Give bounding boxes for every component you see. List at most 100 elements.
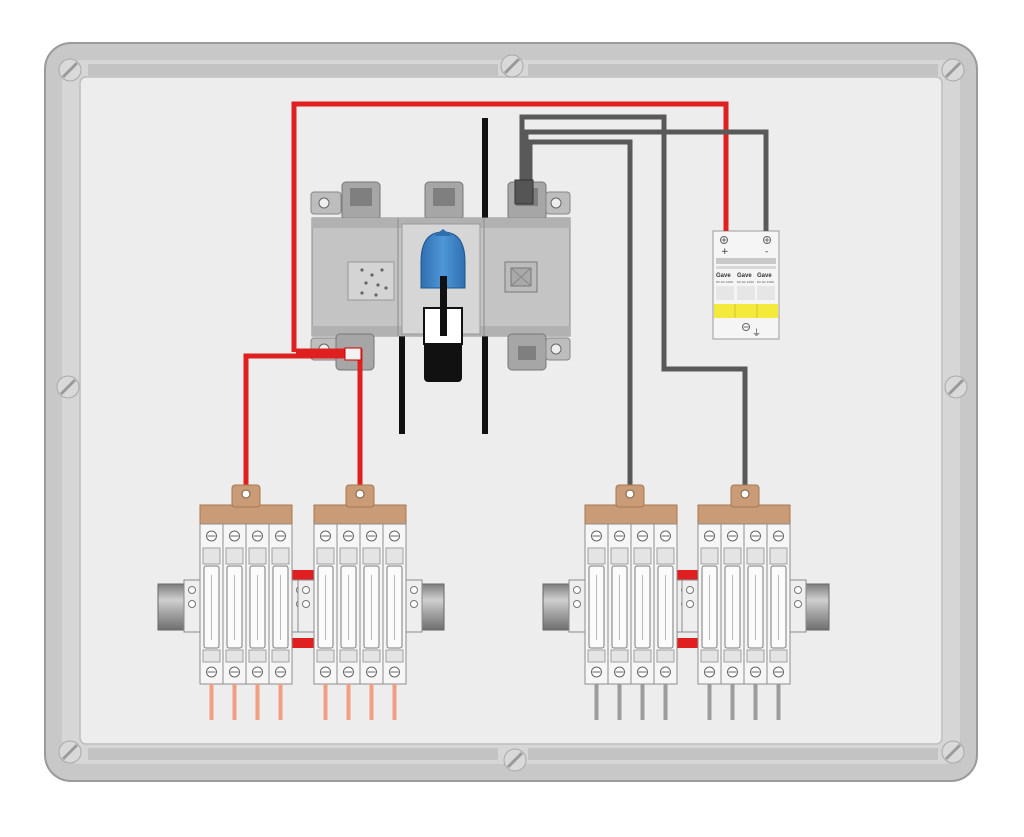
rotary-knob-icon[interactable] <box>420 229 466 382</box>
string-input-wire <box>209 684 214 720</box>
string-input-wire <box>594 684 599 720</box>
spd-plus-label: + <box>721 247 729 257</box>
fuse-cap <box>339 547 358 565</box>
bridge-link-top <box>677 570 701 580</box>
fuse-cap <box>202 547 221 565</box>
fuse-cap <box>769 547 788 565</box>
terminal-screw-icon <box>763 236 771 244</box>
terminal-screw-icon <box>742 323 750 331</box>
fuse-holder-group <box>183 484 309 720</box>
fuse-holder-group <box>681 484 807 720</box>
terminal-screw-icon <box>794 586 802 594</box>
string-input-wire <box>617 684 622 720</box>
bridge-link-top <box>292 570 316 580</box>
fuse-cap <box>700 547 719 565</box>
spd-module-model: PV-40 1000 <box>757 280 774 284</box>
fuse-cap <box>316 547 335 565</box>
terminal-screw-icon <box>573 600 581 608</box>
string-input-wire <box>730 684 735 720</box>
enclosure-lip-bottom-left <box>88 748 498 760</box>
terminal-screw-icon <box>686 600 694 608</box>
spd-module-2: Gave PV-40 1000 <box>737 273 755 300</box>
negative-wire-spd <box>523 129 769 231</box>
string-input-wire <box>707 684 712 720</box>
enclosure-lip-top-left <box>88 64 498 76</box>
busbar-top <box>697 504 791 525</box>
terminal-screw-icon <box>188 600 196 608</box>
terminal-screw-icon <box>686 586 694 594</box>
fuse-cap-bottom <box>769 649 788 663</box>
fuse-cap-bottom <box>723 649 742 663</box>
spd-yellow-stripe <box>714 304 778 318</box>
spd-module-3: Gave PV-40 1000 <box>757 273 775 300</box>
fuse-cap-bottom <box>271 649 290 663</box>
fuse-cap-bottom <box>202 649 221 663</box>
spd-module-1: Gave PV-40 1000 <box>716 273 734 300</box>
fuse-holder-group <box>297 484 423 720</box>
switch-negative-lug <box>514 179 534 205</box>
spd-module-brand: Gave <box>737 273 752 279</box>
spd-module-model: PV-40 1000 <box>737 280 754 284</box>
spd-body <box>712 230 780 340</box>
string-input-wire <box>369 684 374 720</box>
enclosure-lip-top-right <box>528 64 938 76</box>
enclosure-screw-icon <box>503 748 527 772</box>
string-input-wire <box>255 684 260 720</box>
busbar-top <box>199 504 293 525</box>
terminal-screw-icon <box>188 586 196 594</box>
negative-wire-string-1 <box>519 114 748 494</box>
string-input-wire <box>663 684 668 720</box>
terminal-screw-icon <box>720 236 728 244</box>
enclosure-screw-icon <box>500 54 524 78</box>
fuse-cap <box>225 547 244 565</box>
spd-module-brand: Gave <box>757 273 772 279</box>
busbar-terminal <box>355 489 365 499</box>
positive-wire-string-1 <box>243 353 352 494</box>
surge-protection-device: + - Gave PV-40 1000 Gave PV-40 1000 Gave… <box>712 230 780 340</box>
fuse-cap-bottom <box>225 649 244 663</box>
fuse-holder-area <box>183 484 807 720</box>
bridge-link-bottom <box>292 638 316 648</box>
enclosure-screw-icon <box>941 58 965 82</box>
bridge-link-bottom <box>677 638 701 648</box>
busbar-top <box>313 504 407 525</box>
terminal-screw-icon <box>794 600 802 608</box>
fuse-cap-bottom <box>385 649 404 663</box>
string-input-wire <box>776 684 781 720</box>
string-input-wire <box>392 684 397 720</box>
spd-ground-label: ⏚ <box>752 328 761 339</box>
busbar-terminal <box>625 489 635 499</box>
terminal-screw-icon <box>302 600 310 608</box>
enclosure-screw-icon <box>944 375 968 399</box>
string-input-wire <box>640 684 645 720</box>
enclosure-lip-bottom-right <box>528 748 938 760</box>
busbar-terminal <box>241 489 251 499</box>
terminal-screw-icon <box>410 586 418 594</box>
fuse-cap-bottom <box>610 649 629 663</box>
mount-bar-left <box>399 330 405 434</box>
spd-module-brand: Gave <box>716 273 731 279</box>
fuse-cap <box>633 547 652 565</box>
terminal-screw-icon <box>573 586 581 594</box>
fuse-cap-bottom <box>746 649 765 663</box>
fuse-cap <box>385 547 404 565</box>
string-input-wire <box>753 684 758 720</box>
fuse-cap <box>271 547 290 565</box>
enclosure-screw-icon <box>58 740 82 764</box>
string-input-wire <box>278 684 283 720</box>
negative-wire-string-2 <box>527 139 633 494</box>
positive-wire-spd <box>291 101 729 352</box>
fuse-cap <box>362 547 381 565</box>
fuse-cap-bottom <box>700 649 719 663</box>
fuse-cap-bottom <box>587 649 606 663</box>
switch-positive-lug <box>344 347 362 361</box>
string-input-wire <box>346 684 351 720</box>
fuse-cap-bottom <box>362 649 381 663</box>
fuse-cap <box>587 547 606 565</box>
fuse-cap <box>723 547 742 565</box>
string-input-wire <box>232 684 237 720</box>
fuse-cap-bottom <box>633 649 652 663</box>
fuse-cap-bottom <box>316 649 335 663</box>
